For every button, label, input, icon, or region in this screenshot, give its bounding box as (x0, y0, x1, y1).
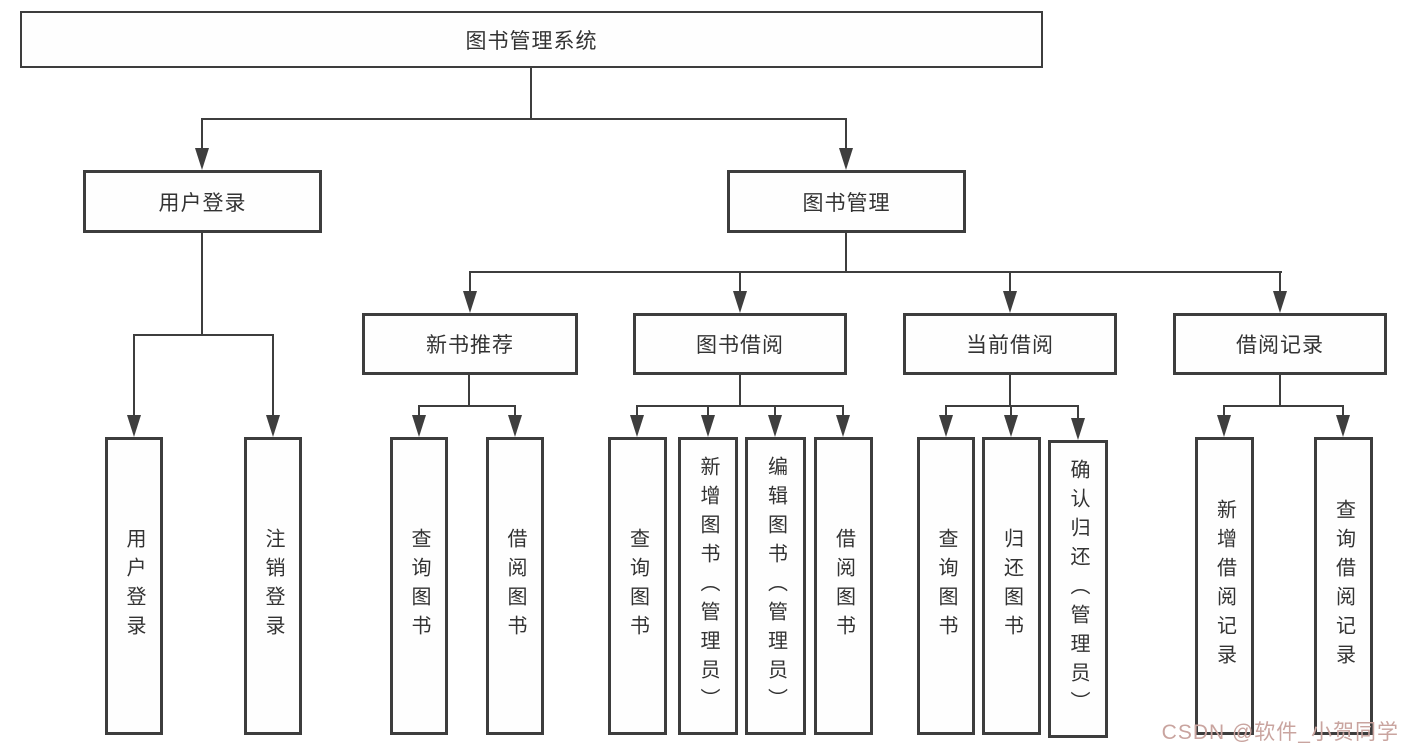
leaf-logout: 注销登录 (244, 437, 302, 735)
node-user-login: 用户登录 (83, 170, 322, 233)
connector-line (739, 271, 741, 293)
arrow-down-icon (1336, 415, 1350, 437)
connector-line (469, 271, 1282, 273)
connector-line (201, 118, 847, 120)
arrow-down-icon (1217, 415, 1231, 437)
connector-line (845, 233, 847, 273)
arrow-down-icon (701, 415, 715, 437)
connector-line (469, 271, 471, 293)
leaf-borrow-books-recommend: 借阅图书 (486, 437, 544, 735)
connector-line (1223, 405, 1225, 419)
arrow-down-icon (1071, 418, 1085, 440)
leaf-confirm-return-admin: 确认归还（管理员） (1048, 440, 1108, 738)
connector-line (1342, 405, 1344, 419)
leaf-user-login: 用户登录 (105, 437, 163, 735)
connector-line (133, 334, 274, 336)
connector-line (636, 405, 638, 419)
arrow-down-icon (1003, 291, 1017, 313)
connector-line (945, 405, 1079, 407)
node-root-library-system: 图书管理系统 (20, 11, 1043, 68)
arrow-down-icon (836, 415, 850, 437)
connector-line (1009, 375, 1011, 407)
leaf-query-books-current: 查询图书 (917, 437, 975, 735)
arrow-down-icon (195, 148, 209, 170)
csdn-watermark: CSDN @软件_小贺同学 (1161, 721, 1399, 744)
arrow-down-icon (1004, 415, 1018, 437)
connector-line (514, 405, 516, 419)
node-book-management: 图书管理 (727, 170, 966, 233)
arrow-down-icon (839, 148, 853, 170)
connector-line (418, 405, 420, 419)
node-borrowing-records: 借阅记录 (1173, 313, 1387, 375)
arrow-down-icon (1273, 291, 1287, 313)
connector-line (201, 118, 203, 151)
arrow-down-icon (939, 415, 953, 437)
connector-line (774, 405, 776, 419)
connector-line (1077, 405, 1079, 421)
arrow-down-icon (630, 415, 644, 437)
connector-line (1279, 271, 1281, 293)
connector-line (1009, 271, 1011, 293)
leaf-query-books-borrowing: 查询图书 (608, 437, 667, 735)
arrow-down-icon (127, 415, 141, 437)
leaf-edit-books-admin: 编辑图书（管理员） (745, 437, 806, 735)
arrow-down-icon (266, 415, 280, 437)
connector-line (272, 334, 274, 418)
arrow-down-icon (508, 415, 522, 437)
connector-line (468, 375, 470, 407)
leaf-add-borrow-record: 新增借阅记录 (1195, 437, 1254, 735)
connector-line (739, 375, 741, 407)
node-book-borrowing: 图书借阅 (633, 313, 847, 375)
leaf-query-books-recommend: 查询图书 (390, 437, 448, 735)
arrow-down-icon (412, 415, 426, 437)
leaf-return-books: 归还图书 (982, 437, 1041, 735)
node-new-book-recommend: 新书推荐 (362, 313, 578, 375)
connector-line (133, 334, 135, 418)
connector-line (1279, 375, 1281, 407)
connector-line (1223, 405, 1344, 407)
connector-line (530, 68, 532, 119)
connector-line (945, 405, 947, 419)
connector-line (418, 405, 516, 407)
connector-line (845, 118, 847, 151)
connector-line (1010, 405, 1012, 419)
connector-line (201, 233, 203, 336)
arrow-down-icon (768, 415, 782, 437)
leaf-query-borrow-record: 查询借阅记录 (1314, 437, 1373, 735)
connector-line (842, 405, 844, 419)
leaf-borrow-books: 借阅图书 (814, 437, 873, 735)
connector-line (707, 405, 709, 419)
leaf-add-books-admin: 新增图书（管理员） (678, 437, 738, 735)
arrow-down-icon (463, 291, 477, 313)
arrow-down-icon (733, 291, 747, 313)
node-current-borrowing: 当前借阅 (903, 313, 1117, 375)
connector-line (636, 405, 844, 407)
